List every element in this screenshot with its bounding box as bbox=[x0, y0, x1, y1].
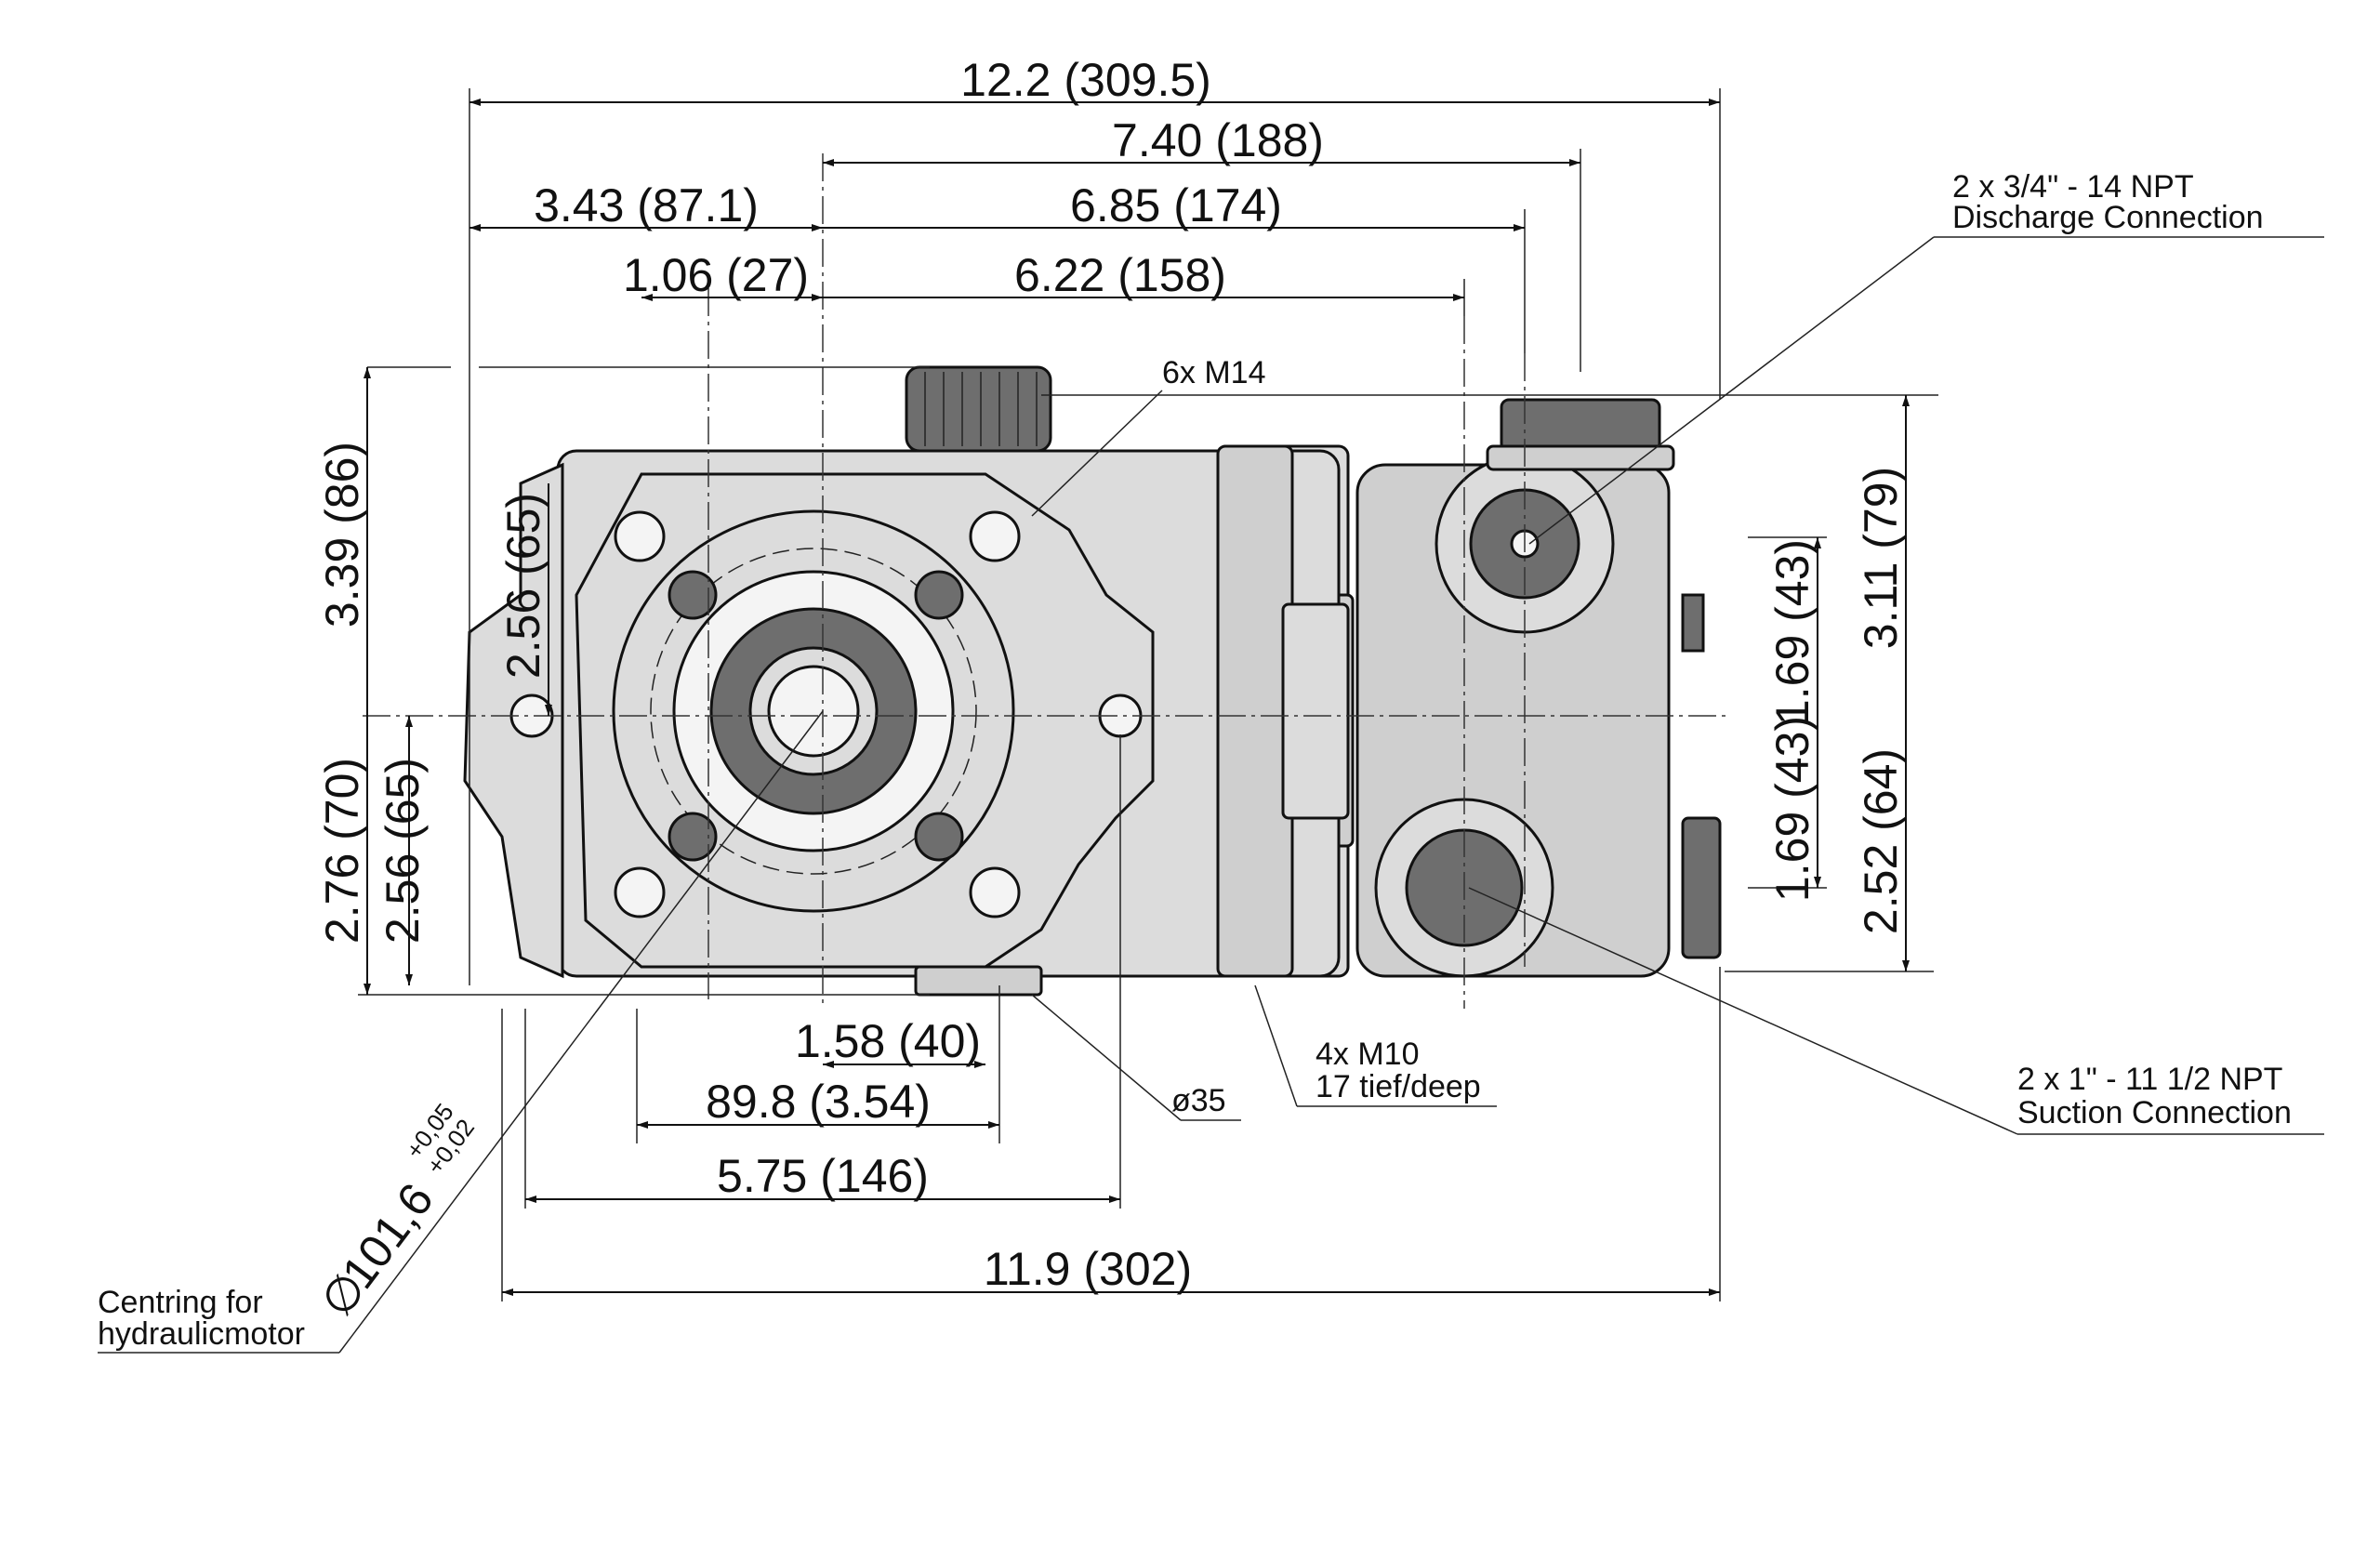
bolt-hole-br bbox=[914, 812, 964, 862]
dimension-lines bbox=[364, 99, 1910, 1296]
dim-flange-to-hole: 5.75 (146) bbox=[717, 1150, 929, 1202]
shaft-bore bbox=[767, 665, 860, 758]
dim-flange-half-bottom: 2.56 (65) bbox=[377, 758, 429, 944]
drain-plug bbox=[914, 965, 1043, 997]
dim-height-bottom: 2.76 (70) bbox=[316, 758, 368, 944]
leader-lines bbox=[98, 236, 2324, 1354]
bolt-hole-bl bbox=[668, 812, 718, 862]
pump-body bbox=[463, 365, 1722, 997]
m14-hole-4 bbox=[969, 866, 1021, 918]
m14-hole-3 bbox=[614, 866, 666, 918]
callout-m14: 6x M14 bbox=[1162, 355, 1266, 390]
bolt-hole-tl bbox=[668, 570, 718, 620]
callout-centring-line2: hydraulicmotor bbox=[98, 1316, 305, 1352]
head-side-plug-1 bbox=[1681, 593, 1705, 653]
extension-lines bbox=[358, 88, 1938, 1301]
callout-shaft-dia: ø35 bbox=[1171, 1083, 1226, 1118]
callout-m10-line1: 4x M10 bbox=[1316, 1037, 1420, 1072]
callout-m10-line2: 17 tief/deep bbox=[1316, 1069, 1481, 1104]
m14-hole-2 bbox=[969, 510, 1021, 562]
dim-discharge-height: 1.69 (43) bbox=[1766, 539, 1818, 725]
callout-centring-line1: Centring for bbox=[98, 1285, 263, 1320]
dim-overall-length: 12.2 (309.5) bbox=[960, 54, 1211, 106]
center-lines bbox=[363, 153, 1729, 1009]
strap bbox=[1216, 444, 1294, 978]
head-plug-base bbox=[1486, 444, 1675, 471]
dim-flange-left: 3.43 (87.1) bbox=[534, 179, 759, 231]
m14-hole-1 bbox=[614, 510, 666, 562]
dimension-texts: 12.2 (309.5) 7.40 (188) 3.43 (87.1) 6.85… bbox=[316, 54, 1907, 1295]
dim-to-discharge: 7.40 (188) bbox=[1112, 114, 1324, 166]
oil-cap-grip bbox=[924, 372, 1038, 446]
oil-cap bbox=[905, 365, 1052, 453]
dim-height-top: 3.39 (86) bbox=[316, 442, 368, 628]
dim-suction-height: 1.69 (43) bbox=[1766, 716, 1818, 902]
dim-flange-half-top: 2.56 (65) bbox=[497, 493, 549, 679]
dim-to-stud-holes: 6.22 (158) bbox=[1014, 249, 1226, 301]
callout-discharge-line2: Discharge Connection bbox=[1952, 200, 2264, 235]
callout-discharge-line1: 2 x 3/4" - 14 NPT bbox=[1952, 169, 2194, 205]
centring-dia-group: ∅ 101,6 +0,05 +0,02 bbox=[311, 1098, 480, 1326]
dim-base-length: 11.9 (302) bbox=[984, 1243, 1192, 1295]
bolt-circle bbox=[650, 548, 977, 875]
callout-suction-line1: 2 x 1" - 11 1/2 NPT bbox=[2017, 1062, 2282, 1097]
dim-head-top: 3.11 (79) bbox=[1855, 467, 1907, 649]
bolt-hole-tr bbox=[914, 570, 964, 620]
head-side-plug-2 bbox=[1681, 816, 1722, 959]
dim-shaft-length-alt: 89.8 (3.54) bbox=[706, 1076, 931, 1128]
dim-to-suction: 6.85 (174) bbox=[1070, 179, 1282, 231]
strap-boss bbox=[1281, 602, 1350, 820]
callout-suction-line2: Suction Connection bbox=[2017, 1095, 2292, 1130]
dim-head-bottom: 2.52 (64) bbox=[1855, 748, 1907, 934]
dim-shaft-length: 1.58 (40) bbox=[795, 1015, 981, 1067]
dim-shaft-offset: 1.06 (27) bbox=[623, 249, 809, 301]
